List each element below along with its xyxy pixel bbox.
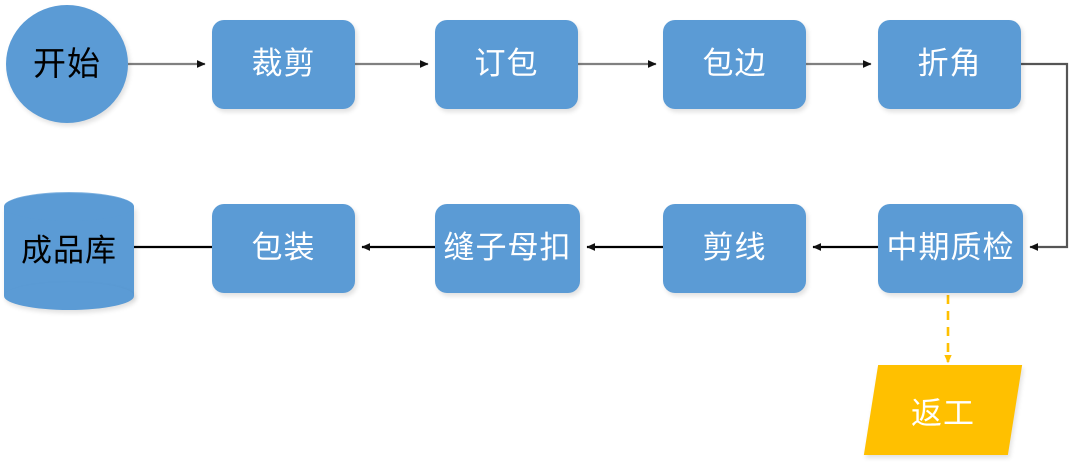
node-sew-snap[interactable]: 缝子母扣 [435, 204, 580, 293]
node-pack-label: 包装 [251, 230, 316, 267]
node-rework[interactable]: 返工 [863, 365, 1023, 455]
edge-fold-to-qc [1021, 62, 1069, 251]
node-sew-snap-label: 缝子母扣 [443, 230, 572, 267]
cylinder-body [4, 206, 134, 296]
node-start-label: 开始 [33, 43, 101, 83]
node-bind[interactable]: 订包 [435, 20, 578, 109]
cylinder-top-ellipse [4, 192, 134, 221]
node-hem[interactable]: 包边 [663, 20, 806, 109]
node-bind-label: 订包 [474, 46, 539, 83]
node-start[interactable]: 开始 [6, 5, 128, 123]
node-mid-qc-label: 中期质检 [886, 230, 1015, 267]
node-finished-goods-storage[interactable]: 成品库 [4, 192, 134, 310]
cylinder-bottom-ellipse [4, 282, 134, 310]
node-mid-qc[interactable]: 中期质检 [878, 204, 1023, 293]
node-trim[interactable]: 剪线 [663, 204, 806, 293]
node-finished-goods-storage-label: 成品库 [21, 232, 117, 269]
node-cut[interactable]: 裁剪 [212, 20, 355, 109]
node-fold[interactable]: 折角 [878, 20, 1021, 109]
node-rework-label: 返工 [911, 395, 975, 432]
node-trim-label: 剪线 [702, 230, 767, 267]
node-pack[interactable]: 包装 [212, 204, 355, 293]
node-fold-label: 折角 [917, 46, 982, 83]
node-cut-label: 裁剪 [251, 46, 316, 83]
node-hem-label: 包边 [702, 46, 767, 83]
